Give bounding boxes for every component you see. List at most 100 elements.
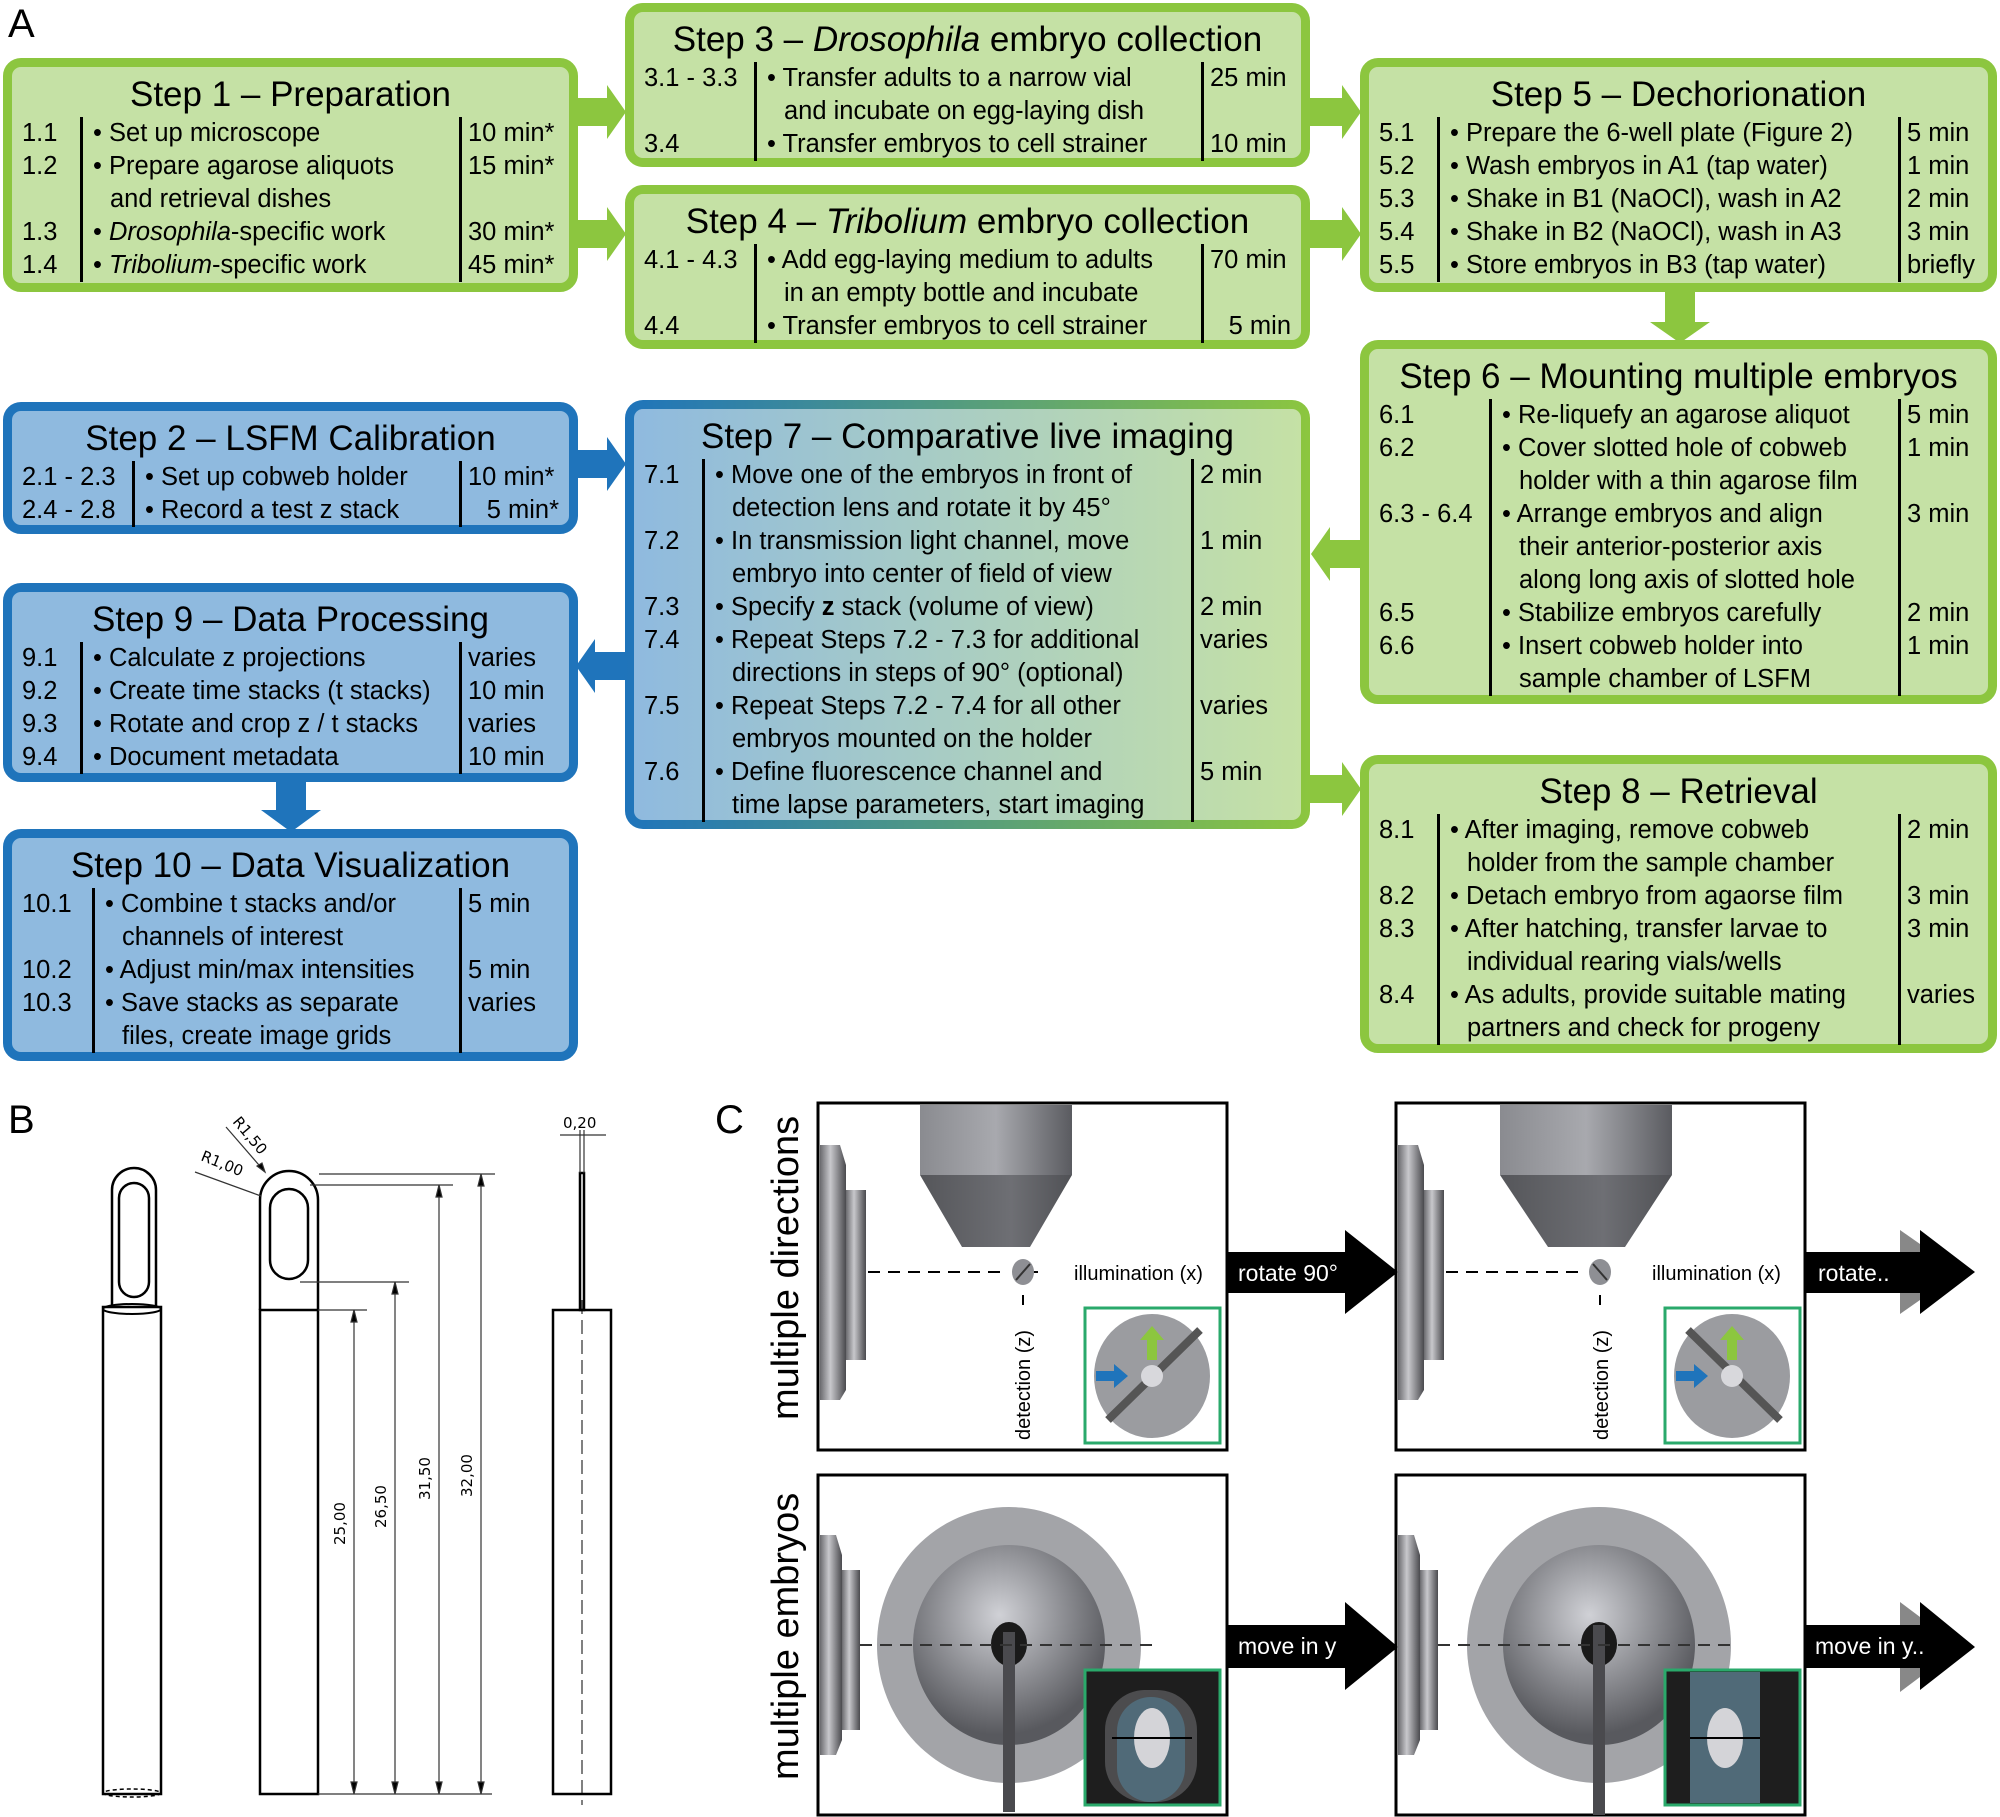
step-time: 5 min xyxy=(1191,756,1291,822)
step-time: 10 min* xyxy=(459,117,559,150)
dim-020: 0,20 xyxy=(563,1114,596,1132)
step-time: 1 min xyxy=(1898,630,1978,696)
step-desc: • Set up microscope xyxy=(80,117,459,150)
step-1-rows: 1.1 • Set up microscope 10 min* 1.2 • Pr… xyxy=(22,117,559,282)
step-time: varies xyxy=(1191,624,1291,690)
arrow-step9-to-step10 xyxy=(261,775,321,832)
step-num: 8.4 xyxy=(1379,981,1415,1009)
step-1-title: Step 1 – Preparation xyxy=(129,75,452,114)
arrow-move-y xyxy=(1228,1602,1398,1690)
step-time: varies xyxy=(1191,690,1291,756)
step-3-rows: 3.1 - 3.3 • Transfer adults to a narrow … xyxy=(644,62,1291,161)
step-num: 10.3 xyxy=(22,989,72,1017)
arrow-label-move-y-more: move in y.. xyxy=(1815,1633,1925,1659)
arrow-label-move-y: move in y xyxy=(1238,1633,1337,1659)
frame-move-1 xyxy=(816,1473,1229,1817)
step-num: 7.4 xyxy=(644,626,680,654)
arrow-move-y-more xyxy=(1806,1602,1975,1690)
step-num: 6.3 - 6.4 xyxy=(1379,500,1473,528)
holder-front-view xyxy=(258,1169,320,1796)
arrow-step7-to-step8 xyxy=(1302,762,1361,816)
step-desc: • Set up cobweb holder xyxy=(132,461,459,494)
step-7-rows: 7.1• Move one of the embryos in front of… xyxy=(644,459,1291,822)
frame-move-2 xyxy=(1394,1473,1807,1817)
step-num: 8.3 xyxy=(1379,915,1415,943)
dim-2500: 25,00 xyxy=(331,1502,349,1545)
step-time: 5 min xyxy=(1898,117,1978,150)
step-desc: • Store embryos in B3 (tap water) xyxy=(1437,249,1898,282)
step-num: 6.6 xyxy=(1379,632,1415,660)
step-desc: • Calculate z projections xyxy=(80,642,459,675)
step-desc: • Wash embryos in A1 (tap water) xyxy=(1437,150,1898,183)
step-num: 5.2 xyxy=(1379,152,1415,180)
dim-2650: 26,50 xyxy=(372,1485,390,1528)
step-time: 2 min xyxy=(1898,183,1978,216)
step-time: 5 min xyxy=(1201,310,1291,343)
step-num: 1.3 xyxy=(22,218,58,246)
step-time: 25 min xyxy=(1201,62,1291,128)
panel-label-c: C xyxy=(715,1098,744,1142)
arrow-step1-to-step4 xyxy=(570,207,626,261)
step-desc: • Shake in B2 (NaOCl), wash in A3 xyxy=(1437,216,1898,249)
step-time: 5 min xyxy=(459,954,559,987)
axis-illumination-1: illumination (x) xyxy=(1074,1263,1203,1285)
panel-label-a: A xyxy=(8,2,35,46)
step-6-title: Step 6 – Mounting multiple embryos xyxy=(1399,357,1958,396)
dim-3200: 32,00 xyxy=(458,1454,476,1497)
dimension-lines xyxy=(194,1126,606,1795)
step-time: 70 min xyxy=(1201,244,1291,310)
step-num: 7.2 xyxy=(644,527,680,555)
step-num: 4.1 - 4.3 xyxy=(644,246,738,274)
step-time: 3 min xyxy=(1898,498,1978,597)
step-desc: • Drosophila-specific work xyxy=(80,216,459,249)
step-time: 30 min* xyxy=(459,216,559,249)
step-time: 1 min xyxy=(1191,525,1291,591)
dim-3150: 31,50 xyxy=(416,1457,434,1500)
row-label-multiple-directions: multiple directions xyxy=(765,1115,807,1420)
step-num: 6.1 xyxy=(1379,401,1415,429)
step-2-box: Step 2 – LSFM Calibration 2.1 - 2.3• Set… xyxy=(3,402,578,534)
panel-label-b: B xyxy=(8,1098,35,1142)
step-time: 10 min* xyxy=(459,461,559,494)
step-3-title: Step 3 – Drosophila embryo collection xyxy=(672,20,1263,59)
step-time: 2 min xyxy=(1898,597,1978,630)
step-num: 3.1 - 3.3 xyxy=(644,64,738,92)
step-num: 3.4 xyxy=(644,130,680,158)
step-desc: • Rotate and crop z / t stacks xyxy=(80,708,459,741)
step-desc: • Prepare the 6-well plate (Figure 2) xyxy=(1437,117,1898,150)
step-desc-text: -specific work xyxy=(230,218,386,246)
axis-illumination-2: illumination (x) xyxy=(1652,1263,1781,1285)
step-9-box: Step 9 – Data Processing 9.1• Calculate … xyxy=(3,583,578,782)
step-desc: • Detach embryo from agaorse film xyxy=(1437,880,1898,913)
step-time: 10 min xyxy=(459,675,559,708)
step-time: varies xyxy=(459,987,559,1053)
step-time: 1 min xyxy=(1898,150,1978,183)
step-num: 2.4 - 2.8 xyxy=(22,496,116,524)
step-num: 7.3 xyxy=(644,593,680,621)
species-name: Drosophila xyxy=(109,218,231,246)
step-num: 8.2 xyxy=(1379,882,1415,910)
step-3-box: Step 3 – Drosophila embryo collection 3.… xyxy=(625,3,1310,167)
step-7-box: Step 7 – Comparative live imaging 7.1• M… xyxy=(625,400,1310,829)
step-num: 6.5 xyxy=(1379,599,1415,627)
step-9-title: Step 9 – Data Processing xyxy=(92,600,489,639)
arrow-label-rotate-more: rotate.. xyxy=(1818,1260,1890,1286)
step-desc: • Document metadata xyxy=(80,741,459,774)
step-num: 10.2 xyxy=(22,956,72,984)
species-name: Tribolium xyxy=(825,202,968,241)
step-desc: • Specify z stack (volume of view) xyxy=(702,591,1191,624)
